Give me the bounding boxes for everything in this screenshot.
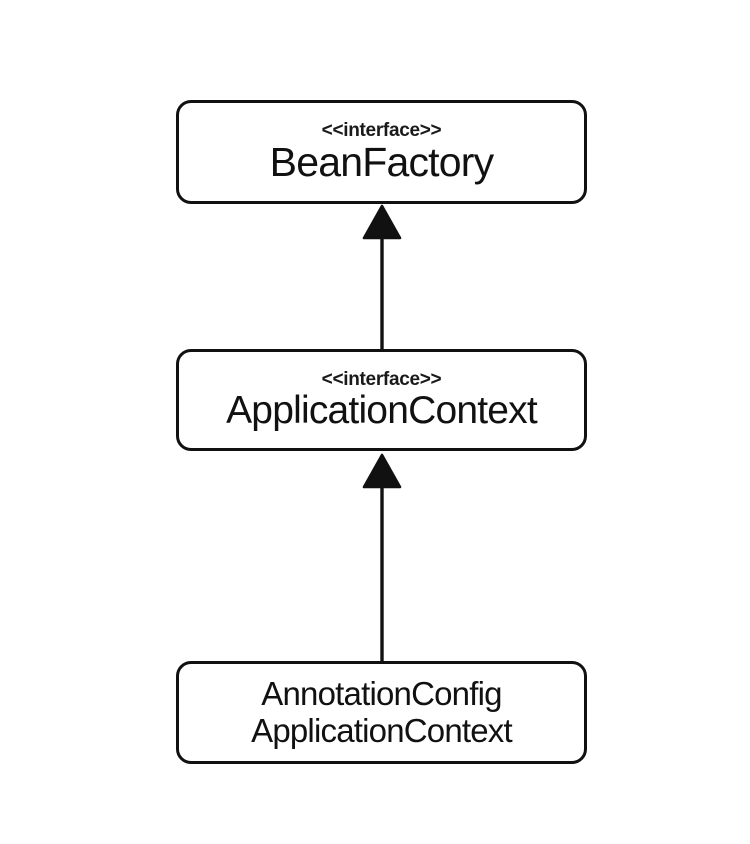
class-name-label: AnnotationConfig ApplicationContext xyxy=(251,674,513,750)
generalization-annotationconfig-to-applicationcontext xyxy=(362,453,402,664)
class-node-beanfactory[interactable]: <<interface>> BeanFactory xyxy=(176,100,587,204)
class-name-label: ApplicationContext xyxy=(226,388,538,432)
generalization-arrowhead xyxy=(362,204,402,240)
class-node-applicationcontext[interactable]: <<interface>> ApplicationContext xyxy=(176,349,587,451)
stereotype-label: <<interface>> xyxy=(321,369,442,391)
class-name-line-1: AnnotationConfig xyxy=(261,674,502,712)
class-name-label: BeanFactory xyxy=(269,138,494,185)
class-node-annotationconfigapplicationcontext[interactable]: AnnotationConfig ApplicationContext xyxy=(176,661,587,764)
generalization-arrowhead xyxy=(362,453,402,489)
stereotype-label: <<interface>> xyxy=(321,120,442,142)
class-name-line-2: ApplicationContext xyxy=(251,711,513,749)
generalization-applicationcontext-to-beanfactory xyxy=(362,204,402,352)
